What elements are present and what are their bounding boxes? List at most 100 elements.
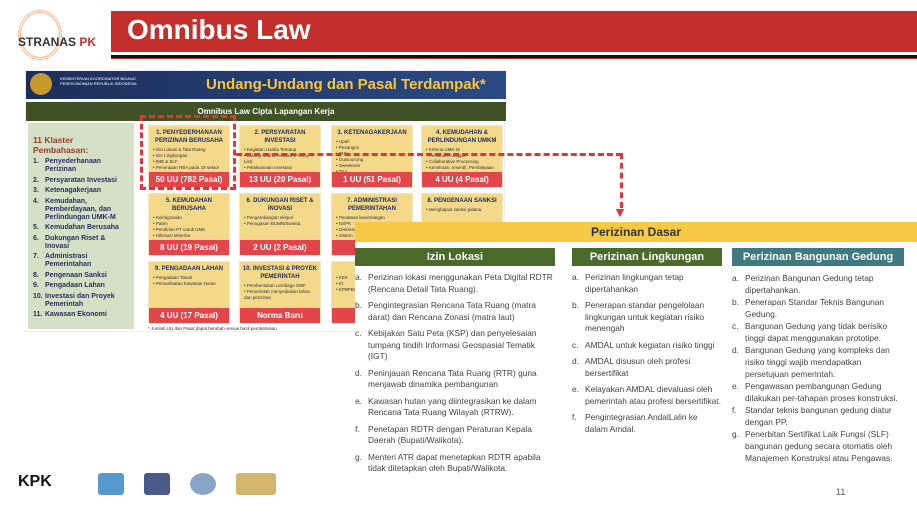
list-item: g.Penerbitan Sertifikat Laik Fungsi (SLF… [732, 428, 904, 464]
card-items: • KEK• KI• KPBPB/FTZ [332, 273, 412, 295]
card-item-text: KPBPB/FTZ [338, 287, 364, 292]
klaster-list: 11 Klaster Pembahasan:1.Penyederhanaan P… [28, 123, 134, 329]
card-item: • Upah [336, 139, 350, 144]
card-item: • Kemitraan, Insentif, Pembiayaan [426, 165, 494, 170]
item-marker: g. [355, 451, 362, 462]
klaster-card: 10. INVESTASI & PROYEK PEMERINTAH• Pembe… [239, 261, 321, 324]
connector-dashed-line-vertical [620, 153, 623, 208]
list-item: a.Perizinan Bangunan Gedung tetap dipert… [732, 272, 904, 296]
card-item-text: Sistem [338, 233, 353, 238]
klaster-item: 4.Kemudahan, Pemberdayaan, dan Perlindun… [33, 198, 129, 222]
card-items: • Kriteria UMK-M• Perizinan Tunggal• Col… [422, 145, 502, 173]
klaster-label: Administrasi Pemerintahan [45, 253, 92, 268]
item-text: Menteri ATR dapat menetapkan RDTR apabil… [368, 451, 541, 474]
card-items: • Izin Lokasi & Tata Ruang• Izin Lingkun… [149, 145, 229, 173]
item-text: AMDAL disusun oleh profesi bersertifikat [585, 356, 691, 378]
card-item: • Penugasan BUMN/Swasta, [244, 221, 302, 226]
card-item-text: Pengadaan Tanah [155, 275, 193, 280]
list-item: e.Pengawasan pembangunan Gedung dilakuka… [732, 380, 904, 404]
item-text: Bangunan Gedung yang kompleks dan risiko… [745, 345, 890, 379]
item-marker: e. [572, 384, 579, 394]
item-text: Peninjauan Rencana Tata Ruang (RTR) guna… [368, 367, 537, 390]
klaster-number: 4. [33, 197, 39, 205]
list-item: b.Penerapan standar pengelolaan lingkung… [572, 300, 722, 335]
card-item-text: Sweetener [338, 163, 361, 168]
klaster-item: 11.Kawasan Ekonomi [33, 311, 129, 319]
page-number: 11 [836, 487, 846, 497]
card-item: • TKA [336, 169, 408, 175]
card-item: • NSPK [336, 221, 352, 226]
panel-title: Perizinan Dasar [355, 222, 917, 242]
ministry-name: KEMENTERIAN KOORDINATOR BIDANG PEREKONOM… [60, 76, 137, 86]
klaster-number: 2. [33, 176, 39, 184]
column-header: Perizinan Lingkungan [572, 248, 722, 266]
klaster-item: 6.Dukungan Riset & Inovasi [33, 235, 129, 251]
card-item-text: Pengembangan ekspor [246, 215, 294, 220]
card-footer: 1 UU (51 Pasal) [332, 172, 412, 187]
klaster-card: 6. DUKUNGAN RISET & INOVASI• Pengembanga… [239, 193, 321, 256]
card-item: • Izin Lokasi & Tata Ruang [153, 147, 206, 152]
item-text: Standar teknis bangunan gedung diatur de… [745, 405, 892, 427]
list-item: f.Penetapan RDTR dengan Peraturan Kepala… [355, 424, 555, 447]
klaster-card: 1. PENYEDERHANAAN PERIZINAN BERUSAHA• Iz… [148, 125, 230, 188]
card-items: • Pengadaan Tanah• Pemanfaatan Kawasan H… [149, 273, 229, 289]
list-item: c.Bangunan Gedung yang tidak berisiko ti… [732, 320, 904, 344]
card-item: • Collaborative Processing [426, 159, 479, 164]
klaster-item: 9.Pengadaan Lahan [33, 282, 129, 290]
partner-logo [190, 473, 216, 495]
item-marker: f. [572, 412, 577, 422]
list-item: f.Standar teknis bangunan gedung diatur … [732, 404, 904, 428]
item-marker: b. [572, 300, 579, 310]
partner-logo [144, 473, 170, 495]
item-marker: e. [732, 381, 739, 391]
page-title: Omnibus Law [111, 11, 917, 52]
list-item: e.Kawasan hutan yang diintegrasikan ke d… [355, 396, 555, 419]
klaster-number: 6. [33, 234, 39, 242]
card-item-text: TKA [339, 169, 348, 174]
klaster-number: 7. [33, 253, 39, 260]
card-item-text: Izin Lokasi & Tata Ruang [155, 147, 206, 152]
slide-title: Undang-Undang dan Pasal Terdampak* [206, 76, 486, 93]
brand-suffix: PK [79, 35, 97, 49]
item-text: Kawasan hutan yang diintegrasikan ke dal… [368, 395, 537, 418]
klaster-label: Investasi dan Proyek Pemerintah [45, 292, 115, 308]
slide-banner: KEMENTERIAN KOORDINATOR BIDANG PEREKONOM… [26, 71, 506, 99]
logo-ring-icon [18, 10, 62, 60]
item-text: Penerapan Standar Teknis Bangunan Gedung… [745, 297, 885, 319]
klaster-label: Penyederhanaan Perizinan [45, 158, 102, 173]
card-items: • Menghapus sanksi pidana [422, 205, 502, 215]
klaster-number: 1. [33, 158, 39, 165]
card-item: • Pelaksanaan Investasi [244, 165, 292, 170]
item-text: Penerbitan Sertifikat Laik Fungsi (SLF) … [745, 429, 893, 463]
item-text: Perizinan lokasi menggunakan Peta Digita… [368, 272, 553, 294]
card-item-text: Outsourcing [338, 157, 364, 162]
card-item: • Paten [153, 221, 168, 226]
card-item: • Pemanfaatan Kawasan Hutan [153, 281, 216, 286]
stranas-pk-logo: STRANAS PK [10, 8, 100, 63]
item-text: Kebijakan Satu Peta (KSP) dan penyelesai… [368, 328, 537, 361]
card-items: • Penataan kewenangan• NSPK• Diskresi• S… [332, 213, 412, 241]
klaster-number: 3. [33, 187, 39, 194]
card-item: • Pengembangan ekspor [244, 215, 294, 220]
item-marker: d. [572, 356, 579, 366]
card-item: • KI [336, 281, 344, 286]
item-marker: d. [355, 367, 362, 378]
partner-logos: KPK [18, 473, 276, 495]
card-item: • Keimigrasian [153, 215, 182, 220]
card-item-text: IMB & SLF [155, 159, 178, 164]
list-item: c.Kebijakan Satu Peta (KSP) dan penyeles… [355, 328, 555, 363]
card-item-text: Penataan kewenangan [338, 215, 385, 220]
card-title: 10. INVESTASI & PROYEK PEMERINTAH [242, 266, 318, 280]
card-item-text: Diskresi [338, 227, 355, 232]
column-header: Perizinan Bangunan Gedung [732, 248, 904, 266]
card-item-text: Menghapus sanksi pidana [428, 207, 482, 212]
partner-logo [236, 473, 276, 495]
klaster-label: Persyaratan Investasi [45, 176, 117, 184]
card-item: • Pengadaan Tanah [153, 275, 193, 280]
klaster-card: 9. PENGADAAN LAHAN• Pengadaan Tanah• Pem… [148, 261, 230, 324]
card-item: • Sistem [336, 233, 353, 238]
card-item-text: KEK [338, 275, 348, 280]
klaster-item: 8.Pengenaan Sanksi [33, 272, 129, 280]
